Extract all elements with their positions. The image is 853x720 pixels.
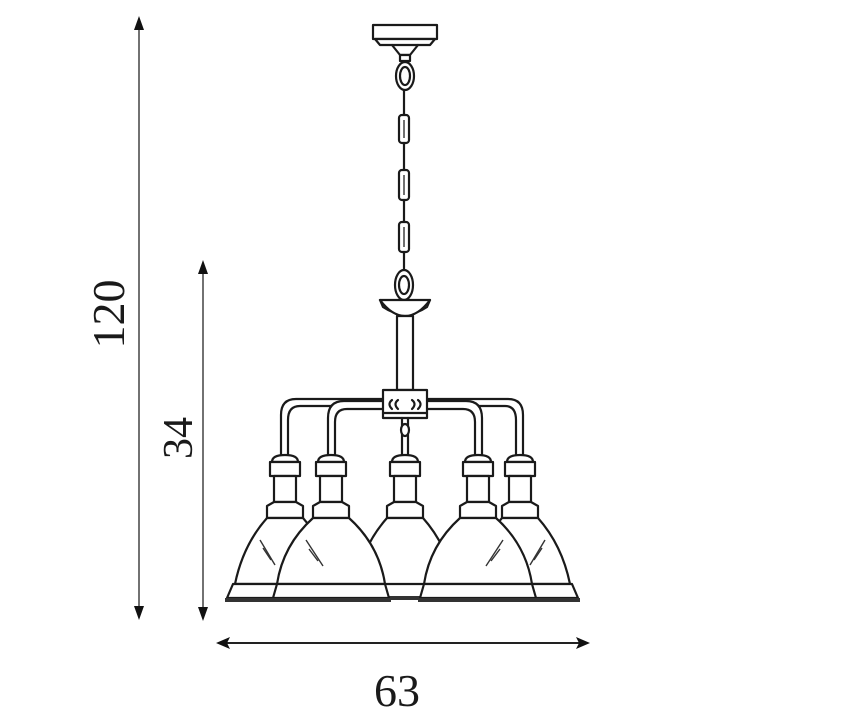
stem <box>378 298 432 392</box>
arms-outer <box>279 397 525 458</box>
shade-inner-left <box>271 453 391 602</box>
dimension-total-height: 120 <box>83 16 144 620</box>
ceiling-canopy <box>371 23 439 63</box>
dimension-body-height: 34 <box>156 260 208 621</box>
shade-inner-right <box>418 453 538 602</box>
dimension-label-63: 63 <box>374 665 420 716</box>
chain <box>393 60 416 302</box>
dimension-label-120: 120 <box>83 280 134 349</box>
dimension-width: 63 <box>216 637 590 716</box>
dimension-label-34: 34 <box>156 417 202 459</box>
arm-hub <box>381 388 429 458</box>
